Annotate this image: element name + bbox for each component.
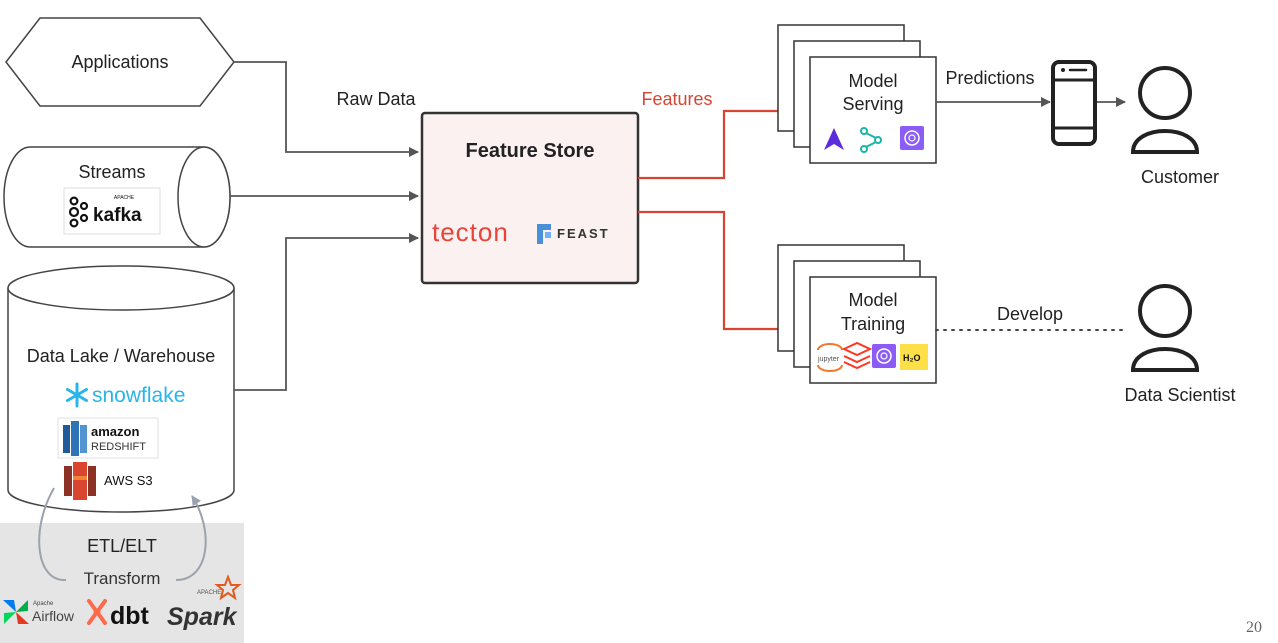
redshift-icon <box>63 421 87 456</box>
kafka-icon <box>68 196 89 228</box>
applications-arrow <box>234 61 419 157</box>
airflow-wordmark: Airflow <box>32 608 75 624</box>
develop-label: Develop <box>997 304 1063 324</box>
databricks-icon <box>841 341 873 370</box>
customer-label: Customer <box>1141 167 1219 187</box>
streams-node: Streams APACHE kafka <box>3 146 231 248</box>
kafka-logo: APACHE kafka <box>63 187 161 235</box>
spark-logo: APACHE Spark <box>167 574 242 631</box>
data-scientist-label: Data Scientist <box>1124 385 1235 405</box>
serving-tool-graph-icon <box>860 127 882 153</box>
tecton-wordmark: tecton <box>432 217 509 247</box>
snowflake-icon <box>66 382 88 408</box>
feature-store-title: Feature Store <box>466 140 595 162</box>
model-training-line2: Training <box>841 314 905 334</box>
data-lake-label: Data Lake / Warehouse <box>27 346 215 366</box>
spark-wordmark: Spark <box>167 603 238 631</box>
model-serving-line1: Model <box>848 71 897 91</box>
h2o-wordmark: H₂O <box>903 353 921 363</box>
spark-small-text: APACHE <box>197 590 221 596</box>
data-lake-node: Data Lake / Warehouse snowflake amazon R… <box>7 265 235 513</box>
features-to-serving-arrow <box>638 106 808 180</box>
features-to-training-arrow <box>638 210 808 334</box>
source-connectors <box>230 61 419 391</box>
model-serving-line2: Serving <box>842 94 903 114</box>
spark-star-icon <box>214 574 242 601</box>
s3-label: AWS S3 <box>104 473 153 488</box>
features-connectors <box>638 106 808 334</box>
streams-label: Streams <box>78 162 145 182</box>
model-serving-node: Model Serving <box>777 24 937 164</box>
dbt-logo: dbt <box>87 599 150 630</box>
kafka-wordmark: kafka <box>93 205 142 226</box>
feast-wordmark: FEAST <box>557 226 610 241</box>
redshift-bottom-text: REDSHIFT <box>91 441 146 453</box>
features-label: Features <box>641 89 712 109</box>
feast-icon <box>537 224 551 244</box>
airflow-small-text: Apache <box>33 601 54 607</box>
redshift-logo: amazon REDSHIFT <box>57 417 159 459</box>
data-scientist-icon <box>1130 284 1200 372</box>
applications-node: Applications <box>5 17 235 107</box>
transform-arrow-left <box>38 487 67 582</box>
kafka-small-text: APACHE <box>114 195 135 201</box>
snowflake-wordmark: snowflake <box>92 384 185 407</box>
etl-node: ETL/ELT Transform Apache Airflow dbt <box>0 487 244 643</box>
redshift-top-text: amazon <box>91 424 139 439</box>
model-training-line1: Model <box>848 290 897 310</box>
airflow-icon <box>3 600 29 624</box>
page-number: 20 <box>1246 619 1262 636</box>
data-lake-arrow <box>234 233 419 391</box>
feature-store-box <box>420 111 640 285</box>
etl-label: ETL/ELT <box>87 536 157 556</box>
h2o-icon: H₂O <box>900 344 928 370</box>
etl-box <box>0 523 244 643</box>
streams-cylinder-end <box>177 146 231 248</box>
customer-icon <box>1130 66 1200 154</box>
applications-hexagon <box>5 17 235 107</box>
s3-logo: AWS S3 <box>64 462 153 500</box>
transform-label: Transform <box>84 569 161 588</box>
phone-icon <box>1051 60 1097 146</box>
jupyter-wordmark: jupyter <box>817 356 840 363</box>
serving-tool-a-icon <box>824 128 844 150</box>
snowflake-logo: snowflake <box>66 382 185 408</box>
predictions-label: Predictions <box>945 68 1034 88</box>
s3-icon <box>64 462 96 500</box>
feature-store-node: Feature Store tecton FEAST <box>420 111 640 285</box>
airflow-logo: Apache Airflow <box>3 600 75 624</box>
applications-label: Applications <box>71 52 168 72</box>
dbt-wordmark: dbt <box>110 602 150 630</box>
transform-arrow-right <box>175 495 207 581</box>
model-training-node: Model Training jupyter H₂O <box>777 244 937 384</box>
serving-tool-openai-icon <box>900 126 924 150</box>
jupyter-icon: jupyter <box>817 343 843 372</box>
raw-data-label: Raw Data <box>336 89 416 109</box>
data-lake-cylinder-top <box>7 265 235 311</box>
training-openai-icon <box>872 344 896 368</box>
